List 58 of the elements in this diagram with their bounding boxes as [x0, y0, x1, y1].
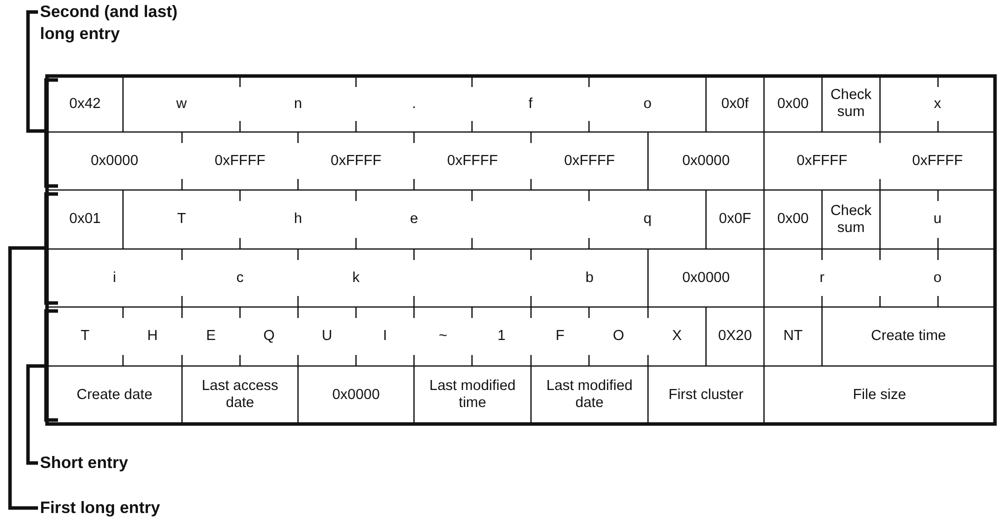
- field-value: 0xFFFF: [912, 152, 963, 170]
- field-value: 0x0000: [682, 270, 730, 286]
- field-value: r: [820, 270, 824, 286]
- field-value: 0x42: [69, 96, 101, 112]
- field-value: 0x00: [777, 96, 809, 112]
- field-value: U: [322, 328, 332, 345]
- field-value: .: [412, 96, 416, 112]
- field-value: e: [410, 211, 418, 228]
- field-value: F: [556, 328, 564, 345]
- field-value: k: [352, 270, 360, 286]
- field-value: Create time: [871, 328, 946, 345]
- field-value: 0xFFFF: [447, 152, 498, 170]
- field-value: 0x01: [69, 211, 101, 228]
- field-value: Q: [263, 328, 275, 345]
- entry-label: Second (and last) long entry: [40, 2, 179, 45]
- field-value: 0x0F: [718, 211, 752, 228]
- field-value: I: [382, 328, 388, 345]
- entry-label: First long entry: [40, 498, 162, 519]
- field-value: Last modified date: [545, 378, 634, 412]
- field-value: E: [206, 328, 216, 345]
- field-value: Last access date: [200, 378, 280, 412]
- field-value: c: [236, 270, 244, 286]
- field-value: u: [933, 211, 942, 228]
- field-value: 0x0000: [90, 152, 138, 170]
- field-value: ~: [438, 328, 448, 345]
- field-value: 1: [497, 328, 506, 345]
- field-value: Last modified time: [428, 378, 517, 412]
- field-value: w: [176, 96, 187, 112]
- field-value: 0xFFFF: [796, 152, 848, 170]
- field-value: b: [585, 270, 594, 286]
- field-value: 0xFFFF: [330, 152, 382, 170]
- field-value: o: [643, 96, 652, 112]
- field-value: Create date: [76, 386, 152, 404]
- field-value: Check sum: [829, 202, 873, 236]
- field-value: T: [177, 211, 186, 228]
- field-value: 0x0000: [682, 152, 730, 170]
- field-value: T: [80, 328, 90, 345]
- field-value: f: [528, 96, 533, 112]
- field-value: 0xFFFF: [564, 152, 615, 170]
- field-value: 0xFFFF: [214, 152, 266, 170]
- field-value: h: [294, 211, 302, 228]
- field-value: H: [147, 328, 158, 345]
- field-value: 0x0000: [332, 386, 380, 404]
- field-value: O: [612, 328, 624, 345]
- field-value: First cluster: [668, 386, 744, 404]
- field-value: n: [294, 96, 302, 112]
- field-value: q: [643, 211, 652, 228]
- entry-label: Short entry: [40, 453, 130, 474]
- field-value: NT: [783, 328, 803, 345]
- field-value: File size: [852, 386, 906, 404]
- field-value: Check sum: [829, 87, 873, 121]
- field-value: X: [672, 328, 682, 345]
- field-value: 0X20: [718, 328, 752, 345]
- field-value: 0x0f: [721, 96, 749, 112]
- field-value: o: [933, 270, 942, 286]
- field-value: x: [934, 96, 942, 112]
- field-value: 0x00: [777, 211, 809, 228]
- field-value: i: [112, 270, 116, 286]
